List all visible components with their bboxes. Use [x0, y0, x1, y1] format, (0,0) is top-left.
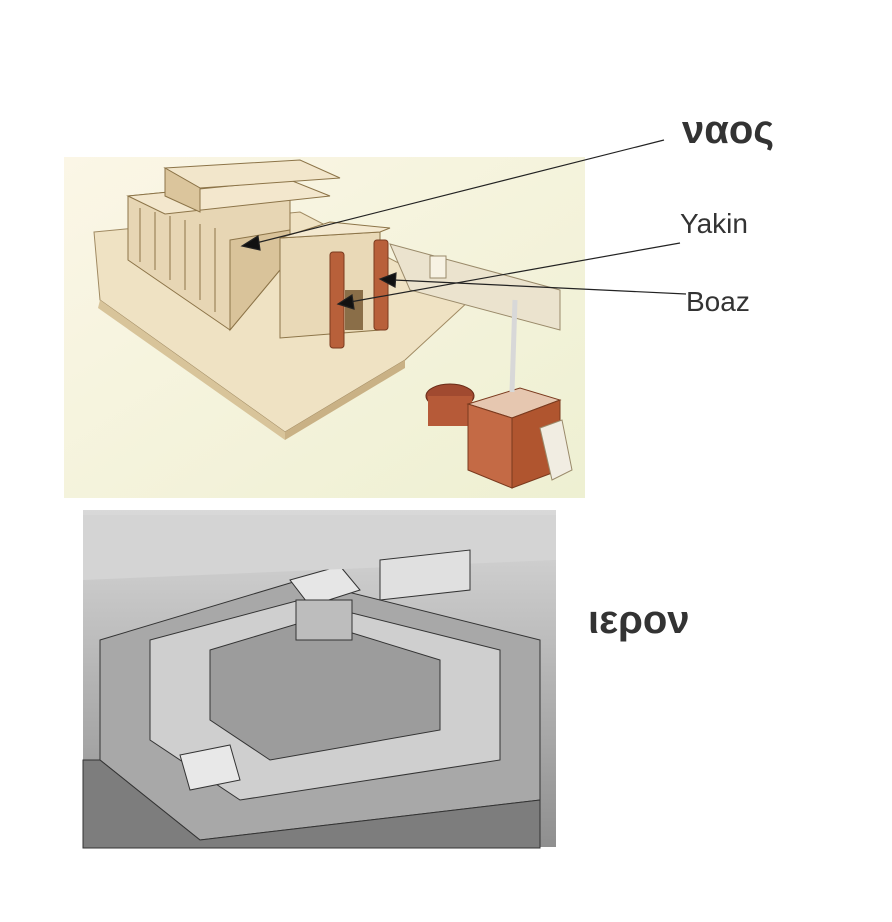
label-boaz: Boaz — [686, 286, 750, 317]
temple-mount-illustration — [82, 515, 556, 849]
pillar-yakin — [373, 239, 389, 331]
label-hieron: ιερον — [588, 598, 690, 642]
label-naos: ναος — [682, 108, 775, 152]
label-yakin: Yakin — [680, 208, 748, 239]
label-leader-lines — [240, 139, 687, 310]
pillar-boaz — [329, 251, 345, 349]
